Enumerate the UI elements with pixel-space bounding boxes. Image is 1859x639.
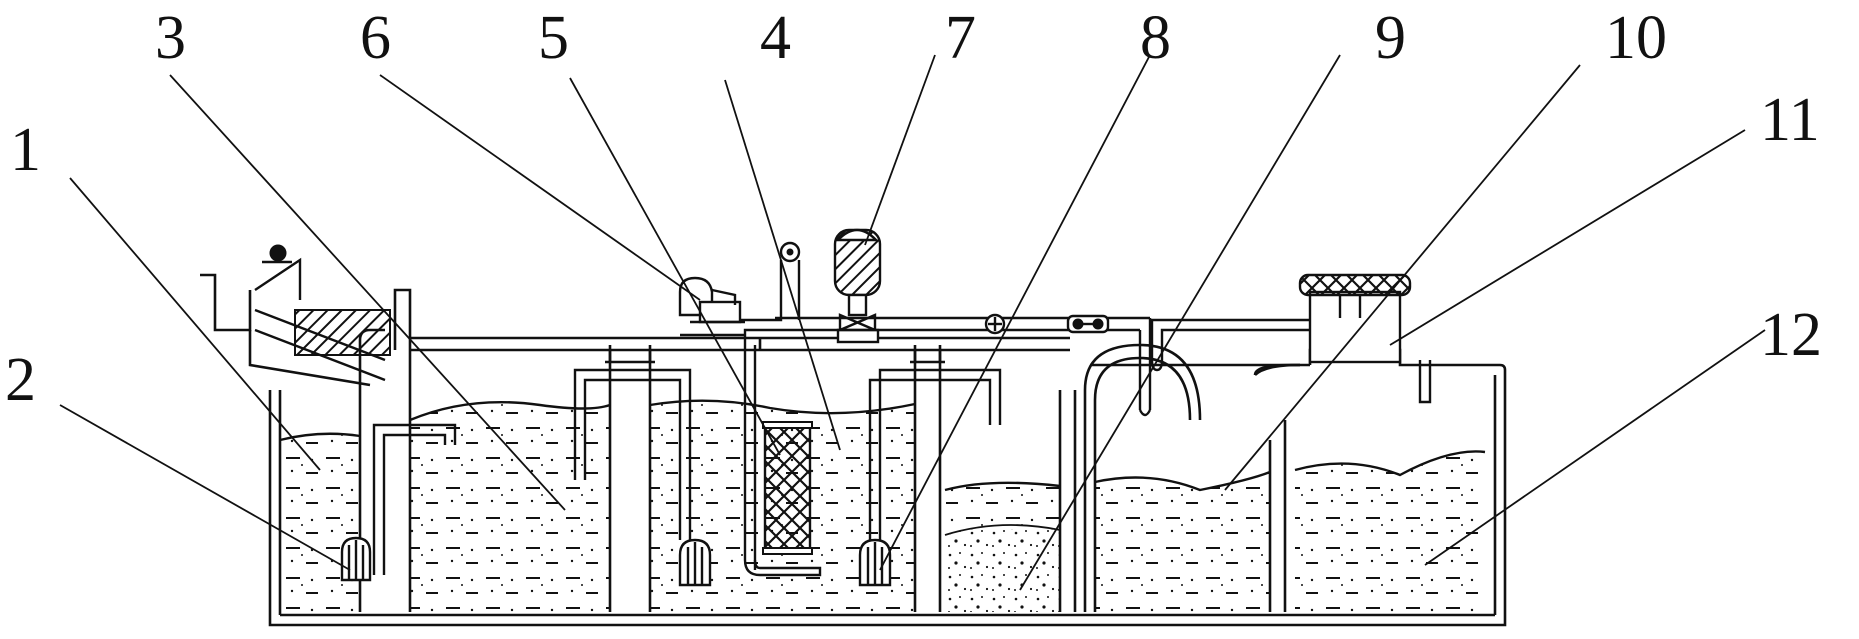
drop-pipes [573,318,1432,540]
label-1: 1 [10,116,41,184]
label-12: 12 [1760,301,1822,369]
label-5: 5 [538,4,569,72]
label-4: 4 [760,4,791,72]
label-11: 11 [1760,86,1820,154]
label-10: 10 [1605,4,1667,72]
tank-contents [279,399,1486,612]
leader-lines [59,54,1766,591]
tank-9-upper-layer [945,482,1060,530]
tank-10-liquid [1095,472,1270,612]
pump-8 [858,538,892,587]
motor-6 [678,276,745,337]
unit-11 [1298,273,1412,364]
label-8: 8 [1140,4,1171,72]
bar-screen [200,244,391,387]
dosing-tank-7 [833,228,882,344]
label-2: 2 [5,346,36,414]
label-9: 9 [1375,4,1406,72]
flowmeter [1066,314,1110,334]
pulley [740,241,801,322]
valve-small [984,313,1006,335]
top-pipe [410,336,1070,364]
label-3: 3 [155,4,186,72]
label-7: 7 [945,4,976,72]
tank-9-sediment [945,525,1060,612]
tank-1-liquid [280,433,360,612]
tank-12-liquid [1295,451,1485,612]
part-labels: 1 2 3 6 5 4 7 8 9 10 11 12 [5,4,1822,414]
label-6: 6 [360,4,391,72]
tank-3-liquid [410,402,610,612]
main-pipe [775,313,1152,417]
pump-left-tank-4 [678,538,712,587]
filter-cartridge-5 [743,328,822,577]
